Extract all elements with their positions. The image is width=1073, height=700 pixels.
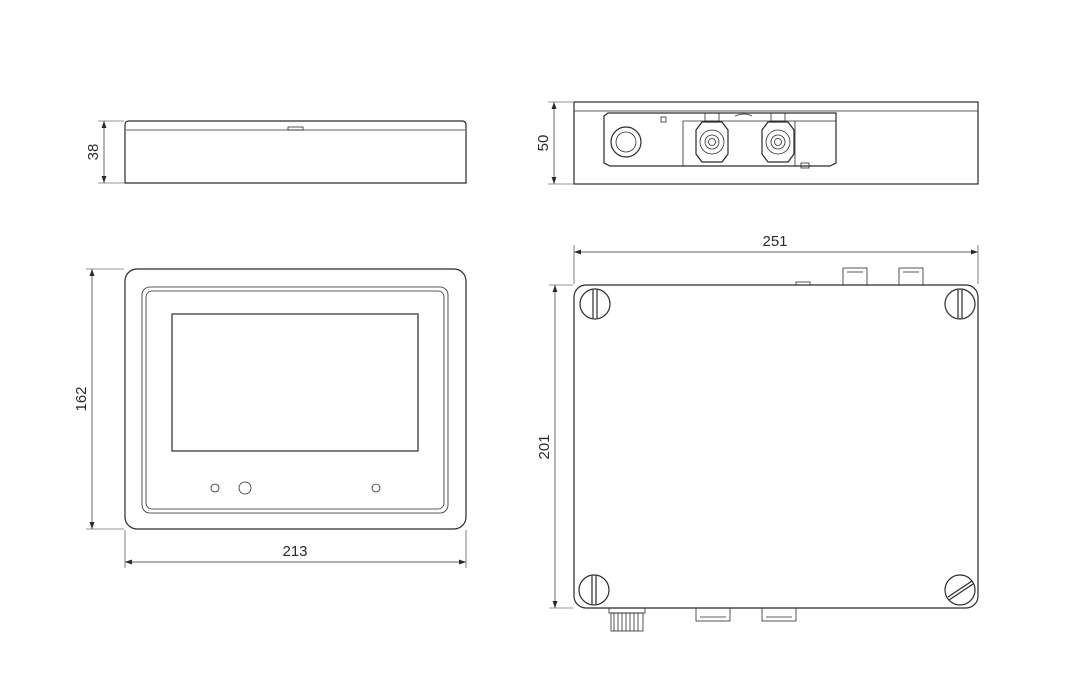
connector-icon — [842, 267, 868, 286]
connector-icon — [695, 112, 729, 163]
button-icon — [371, 483, 381, 493]
dim-front-height: 38 — [85, 144, 102, 161]
side-connector-view: 50 — [535, 101, 979, 185]
front-edge-view: 38 — [85, 120, 467, 184]
dim-side-height: 50 — [535, 135, 552, 152]
cable-gland-icon — [610, 126, 642, 158]
screw-icon — [579, 288, 611, 320]
screw-icon — [578, 574, 610, 606]
connector-icon — [695, 607, 731, 622]
screw-icon — [944, 574, 976, 606]
connector-icon — [898, 267, 924, 286]
button-icon — [238, 481, 252, 495]
dim-top-height: 201 — [536, 434, 553, 459]
screw-icon — [944, 288, 976, 320]
dim-front-face-height: 162 — [73, 386, 90, 411]
front-face-view: 162 213 — [73, 268, 467, 568]
top-view: 251 201 — [536, 233, 979, 632]
connector-icon — [761, 607, 797, 622]
display-screen — [171, 313, 419, 452]
gland-icon — [608, 607, 646, 632]
connector-icon — [761, 112, 795, 163]
button-icon — [210, 483, 220, 493]
dim-front-face-width: 213 — [282, 543, 307, 560]
dim-top-width: 251 — [762, 233, 787, 250]
